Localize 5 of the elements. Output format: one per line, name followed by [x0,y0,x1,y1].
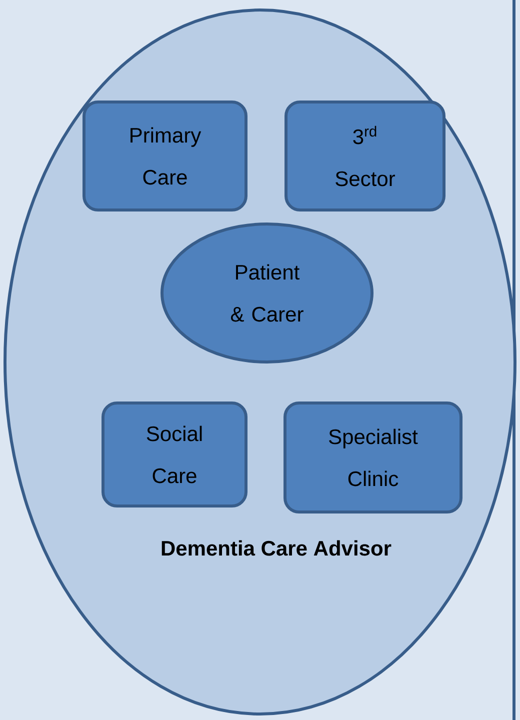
rounded-box: Specialist Clinic [284,402,462,514]
rounded-box: Social Care [102,402,248,508]
rounded-box: 3$^{rd}$ Sector [284,100,446,212]
rounded-box: Primary Care [82,100,248,212]
ellipse-node: Patient & Carer [160,222,374,364]
